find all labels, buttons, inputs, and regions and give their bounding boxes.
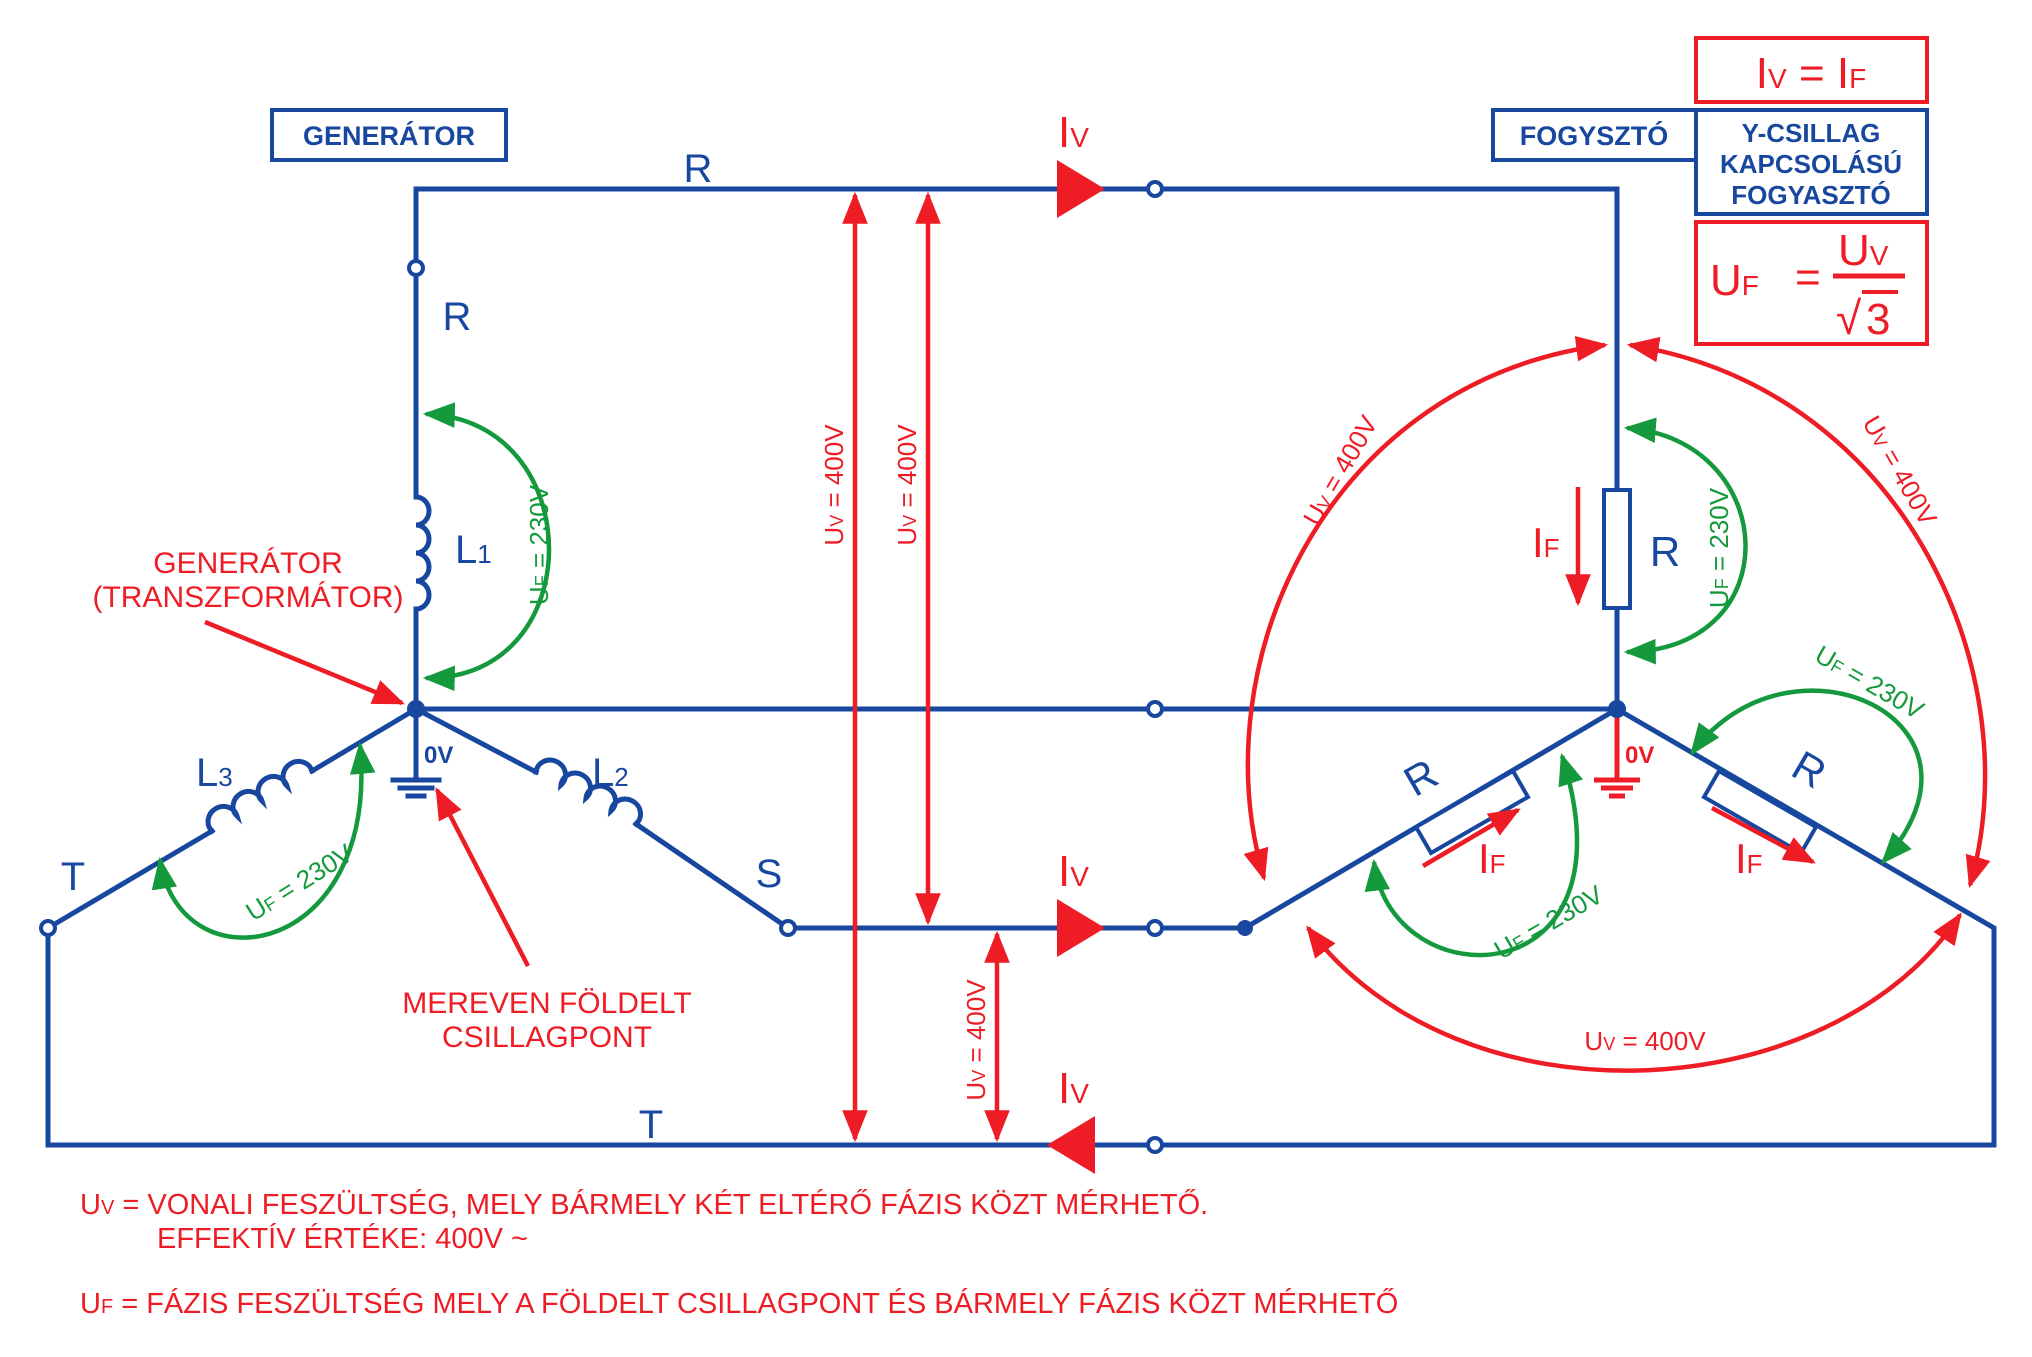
coil-l2 [533, 757, 643, 828]
generator-note-line2: (TRANSZFORMÁTOR) [92, 581, 403, 614]
coil-l2-label: L2 [592, 751, 629, 795]
uv-arc-rt-load [1626, 336, 1991, 889]
formula-title-2: KAPCSOLÁSÚ [1720, 149, 1902, 179]
uv-arc-rs-load [1243, 335, 1609, 882]
node-s-load [1237, 920, 1253, 936]
iv-label-r: IV [1058, 108, 1089, 157]
terminal-r-gen [407, 259, 425, 277]
resistor-top-label: R [1650, 528, 1680, 575]
coil-l3-label: L3 [196, 751, 233, 795]
phase-s-label: S [756, 852, 783, 896]
legend-uv-line1: UV = VONALI FESZÜLTSÉG, MELY BÁRMELY KÉT… [80, 1188, 1208, 1221]
uf-arc-top [1623, 417, 1748, 665]
coil-l1-label: L1 [455, 528, 492, 572]
terminal-s-line [1146, 919, 1164, 937]
uf-arc-l3 [151, 741, 376, 940]
formula-title-3: FOGYASZTÓ [1731, 180, 1890, 210]
if-label-left: IF [1478, 835, 1506, 882]
terminal-t-line [1146, 1136, 1164, 1154]
phase-t-line-label: T [639, 1103, 663, 1147]
generator-box [270, 108, 508, 162]
terminal-t-gen [39, 919, 57, 937]
uf-label-l1: UF = 230V [524, 484, 554, 605]
generator-box-label: GENERÁTOR [303, 120, 475, 151]
uv-label-arc-left: UV = 400V [1297, 410, 1384, 530]
resistor-top [1602, 488, 1632, 610]
legend-uv-line2: EFFEKTÍV ÉRTÉKE: 400V ~ [157, 1222, 528, 1255]
earth-note-line2: CSILLAGPONT [442, 1021, 652, 1054]
current-arrow-r [1057, 160, 1105, 218]
formula-title-box [1694, 108, 1929, 216]
pointer-earth [435, 787, 530, 968]
star-point-generator [407, 700, 425, 718]
terminal-n-line [1146, 700, 1164, 718]
generator-note-line1: GENERÁTOR [153, 547, 342, 580]
uv-label-st: UV = 400V [961, 979, 991, 1101]
uf-label-left: UF = 230V [1489, 879, 1609, 965]
coil-l1 [413, 494, 432, 612]
formula-eq2-numerator: UV [1838, 226, 1889, 275]
phase-r-gen-label: R [443, 295, 472, 339]
consumer-box [1491, 108, 1698, 162]
formula-eq2-lhs: UF [1710, 256, 1759, 305]
uv-label-arc-bottom: UV = 400V [1584, 1026, 1706, 1056]
uf-arc-left [1364, 752, 1583, 958]
phase-r-line-label: R [684, 147, 713, 191]
formula-box: IV = IF Y-CSILLAG KAPCSOLÁSÚ FOGYASZTÓ U… [1694, 36, 1929, 346]
terminal-r-line [1146, 180, 1164, 198]
if-label-top: IF [1532, 519, 1560, 566]
formula-sqrt-sign: √ [1836, 292, 1862, 344]
earth-symbol-generator [390, 709, 442, 799]
formula-eq2-equals: = [1795, 253, 1821, 302]
formula-eq1: IV = IF [1756, 49, 1866, 98]
resistor-right-label: R [1784, 742, 1834, 798]
uv-arc-st-load [1306, 912, 1962, 1073]
phase-t-gen-label: T [61, 855, 85, 899]
uf-label-top: UF = 230V [1704, 487, 1734, 608]
star-point-load [1608, 700, 1626, 718]
resistor-left-label: R [1396, 750, 1446, 806]
terminal-s-gen [779, 919, 797, 937]
earth-note-line1: MEREVEN FÖLDELT [402, 987, 692, 1020]
current-arrow-s [1057, 899, 1105, 957]
pointer-generator [204, 619, 405, 706]
legend-uf-line: UF = FÁZIS FESZÜLTSÉG MELY A FÖLDELT CSI… [80, 1287, 1398, 1320]
zero-volt-load: 0V [1625, 742, 1654, 769]
formula-eq2-denominator: 3 [1866, 295, 1890, 344]
if-label-right: IF [1735, 835, 1763, 882]
consumer-box-label: FOGYSZTÓ [1520, 120, 1669, 151]
iv-label-s: IV [1058, 847, 1089, 896]
uf-label-l3: UF = 230V [240, 837, 358, 926]
formula-title-1: Y-CSILLAG [1742, 118, 1881, 148]
formula-eq1-box [1694, 36, 1929, 104]
uv-label-rs: UV = 400V [892, 424, 922, 546]
uf-arc-right [1690, 688, 1924, 865]
current-arrow-t [1047, 1116, 1095, 1174]
legend: UV = VONALI FESZÜLTSÉG, MELY BÁRMELY KÉT… [80, 1188, 1398, 1320]
uf-arc-l1 [422, 402, 552, 692]
uf-label-right: UF = 230V [1810, 639, 1930, 725]
uv-label-rt: UV = 400V [819, 424, 849, 546]
formula-eq2-box [1694, 220, 1929, 346]
iv-label-t: IV [1058, 1064, 1089, 1113]
zero-volt-gen: 0V [424, 742, 453, 769]
